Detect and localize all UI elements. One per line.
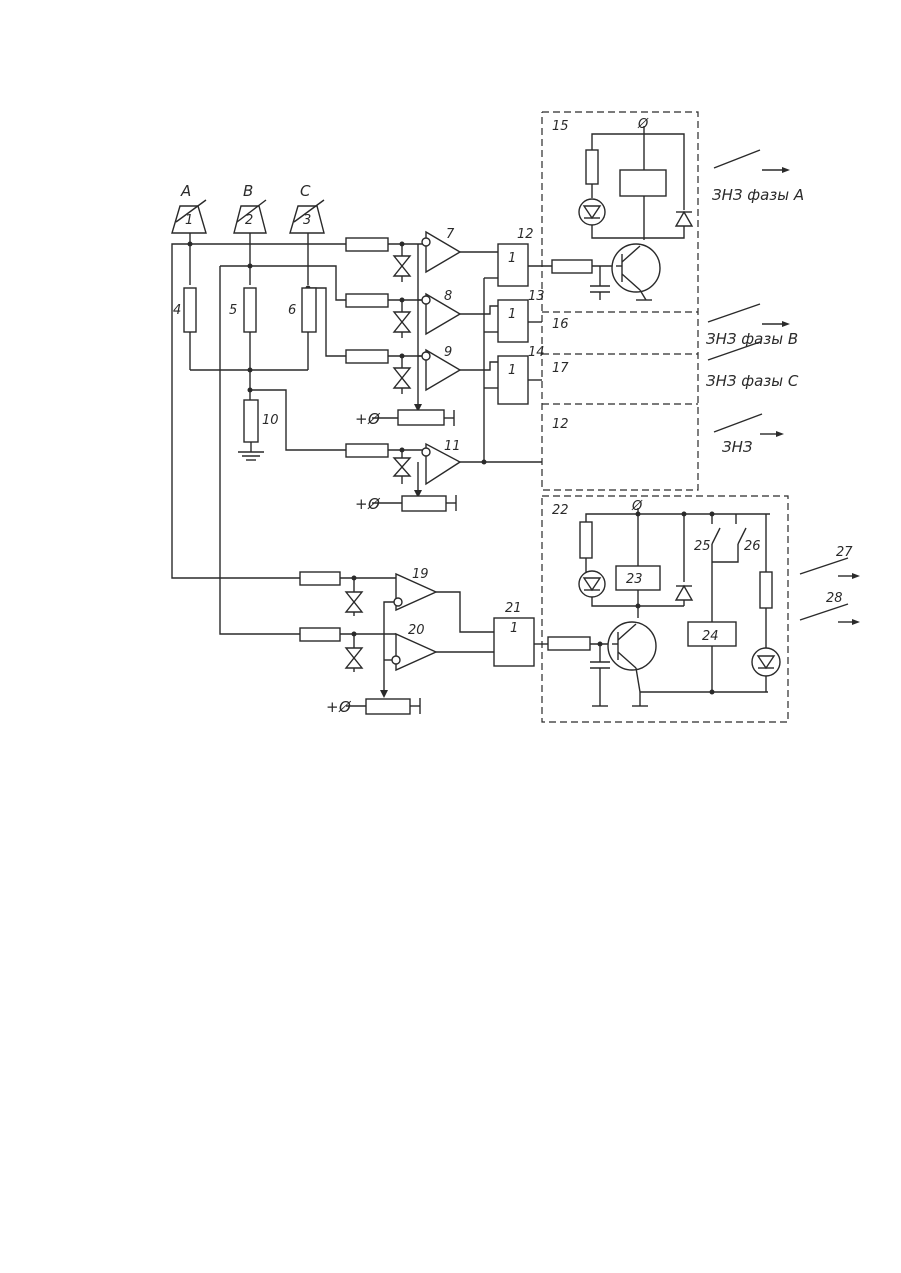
gate-symbol-21: 1 [510,621,518,636]
comparator-7 [422,232,460,272]
resistor-4 [184,288,196,332]
output-module-15 [542,112,698,490]
supply-zero-lower: Ø [367,495,381,513]
label-8: 8 [444,289,452,304]
channel-b-input [346,294,426,338]
label-4: 4 [173,303,181,318]
label-23: 23 [626,572,643,587]
label-20: 20 [408,623,425,638]
supply-plus-bottom: + [326,698,339,716]
channel-a-input [346,238,426,282]
channel-n-input [346,444,426,484]
relay-driver-a [552,126,692,300]
phase-b-label: B [243,182,253,200]
label-12: 12 [517,227,534,242]
gate-symbol-12: 1 [508,251,516,266]
supply-zero-bottom: Ø [338,698,352,716]
gate-symbol-16: 1 [508,307,516,322]
label-24: 24 [702,629,719,644]
output-label-phase-c: ЗНЗ фазы С [706,372,799,390]
label-12-lower: 12 [552,417,569,432]
sensor-1: 1 [172,200,206,233]
relay-driver-common [534,508,780,706]
output-contact-27 [800,558,860,579]
label-5: 5 [229,303,237,318]
sensor-2-number: 2 [245,213,253,228]
ground-icon [238,442,264,460]
label-19: 19 [412,567,429,582]
supply-zero-upper: Ø [367,410,381,428]
phase-a-label: A [180,182,191,200]
comparator-9 [422,350,460,390]
output-module-22 [542,496,788,722]
sensor-3: 3 [290,200,324,233]
logic-block-21: 1 [494,618,534,666]
sensor-1-number: 1 [185,213,193,228]
label-27: 27 [836,545,853,560]
sensor-2: 2 [234,200,266,233]
resistor-6 [302,288,316,332]
sensor-3-number: 3 [303,213,311,228]
supply-plus-upper: + [355,410,368,428]
label-26: 26 [744,539,761,554]
label-17: 17 [552,361,569,376]
reference-bus-upper [372,244,454,426]
logic-block-12: 1 [498,244,528,286]
gate-symbol-17: 1 [508,363,516,378]
output-contact-phase-b [708,304,790,327]
output-contact-common [714,414,784,437]
label-6: 6 [288,303,296,318]
label-28: 28 [826,591,843,606]
label-15: 15 [552,119,569,134]
output-label-phase-a: ЗНЗ фазы А [712,186,804,204]
phase-c-label: C [300,182,311,200]
output-label-common: ЗНЗ [722,438,753,456]
comparator-20 [392,634,436,670]
logic-block-16: 1 [498,300,528,342]
resistor-10 [244,400,258,442]
label-7: 7 [446,227,455,242]
output-contact-28 [800,604,860,625]
channel-19-input [300,572,396,616]
label-9: 9 [444,345,452,360]
output-contact-phase-a [714,150,790,173]
label-22: 22 [552,503,569,518]
supply-zero-22: Ø [631,499,643,514]
channel-c-input [346,350,426,394]
label-10: 10 [262,413,279,428]
label-25: 25 [694,539,711,554]
supply-zero-15: Ø [637,117,649,132]
label-21: 21 [505,601,522,616]
channel-20-input [300,628,396,672]
logic-block-17: 1 [498,356,528,404]
supply-plus-lower: + [355,495,368,513]
logic-outputs [528,266,552,380]
resistor-5 [244,288,256,332]
label-11: 11 [444,439,461,454]
label-16: 16 [552,317,569,332]
comparator-19-20-outputs [436,592,494,652]
comparator-8 [422,294,460,334]
